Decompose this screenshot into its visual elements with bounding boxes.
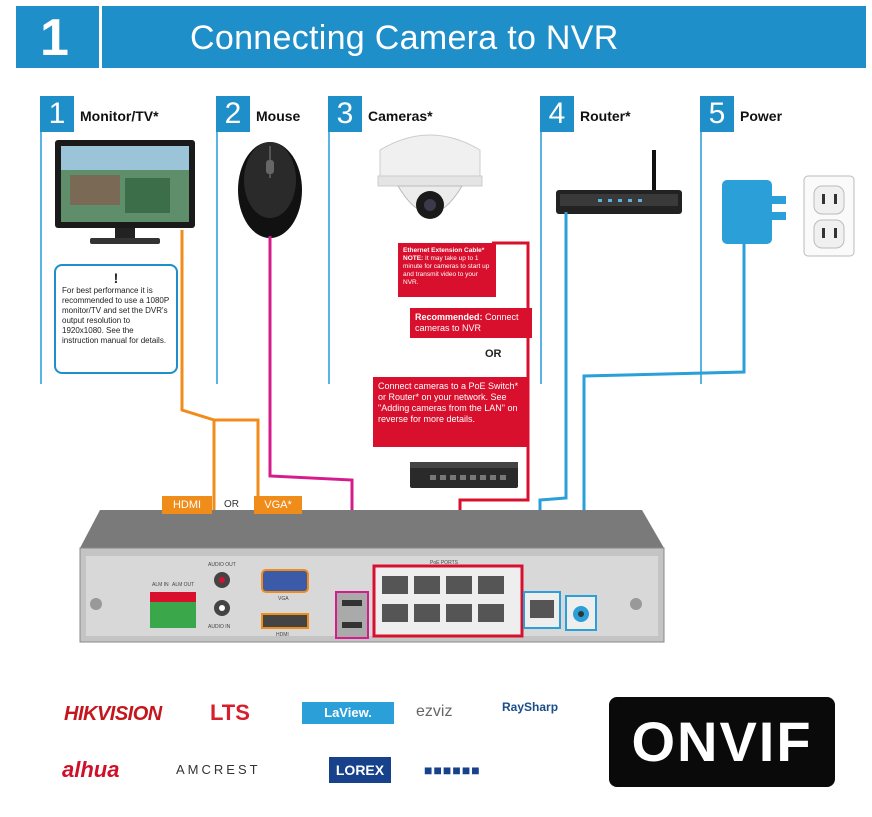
separator-line [328, 132, 330, 384]
nvr-label-vga: VGA [278, 596, 289, 602]
monitor-icon [55, 140, 195, 244]
poe-note-text: Connect cameras to a PoE Switch* or Rout… [378, 381, 519, 424]
nvr-label-audio-out: AUDIO OUT [208, 562, 236, 568]
power-adapter-icon [722, 180, 786, 244]
nvr-label-hdmi: HDMI [276, 632, 289, 638]
dome-camera-icon [377, 134, 483, 219]
page-title: Connecting Camera to NVR [190, 19, 619, 57]
ethernet-note-box: Ethernet Extension Cable* NOTE: It may t… [398, 243, 496, 297]
nvr-label-alarm-in: ALM IN [152, 582, 169, 588]
separator-line [700, 132, 702, 384]
nvr-label-poe-ports: PoE PORTS [430, 560, 459, 566]
lts-logo: LTS [210, 700, 250, 725]
ethernet-note-title: Ethernet Extension Cable* [403, 247, 485, 254]
step-label: Monitor/TV* [80, 108, 159, 124]
step-number: 1 [40, 96, 74, 132]
raysharp-logo: RaySharp [502, 700, 559, 714]
separator-line [216, 132, 218, 384]
recommended-label: Recommended: [415, 312, 483, 322]
nvr-label-audio-in: AUDIO IN [208, 624, 231, 630]
vga-label: VGA* [254, 496, 302, 514]
ethernet-note-body: NOTE: It may take up to 1 minute for cam… [403, 255, 491, 287]
ezviz-logo: ezviz [416, 703, 453, 720]
nvr-device [79, 510, 665, 643]
poe-switch-icon [410, 462, 518, 488]
amcrest-logo: AMCREST [176, 762, 261, 777]
recommended-note-box: Recommended: Connect cameras to NVR [410, 308, 532, 338]
step-label: Power [740, 108, 783, 124]
step-number: 5 [700, 96, 734, 132]
hikvision-logo: HIKVISION [64, 703, 162, 725]
monitor-tip-box: ! For best performance it is recommended… [54, 264, 178, 374]
nvr-label-alarm-out: ALM OUT [172, 582, 194, 588]
step-label: Mouse [256, 108, 301, 124]
hdmi-label: HDMI [162, 496, 212, 514]
step-label: Cameras* [368, 108, 433, 124]
separator-line [40, 132, 42, 384]
ethernet-note-label: NOTE: [403, 255, 424, 262]
recommended-text: Connect cameras to NVR [415, 312, 519, 333]
step-number: 3 [328, 96, 362, 132]
mouse-icon [238, 142, 302, 238]
lorex-logo: LOREX [329, 757, 391, 783]
onvif-logo: ONVIF [609, 697, 835, 787]
step-number: 2 [216, 96, 250, 132]
dahua-logo: alhua [62, 757, 120, 782]
wall-outlet-icon [803, 175, 855, 257]
header-number-box: 1 [16, 6, 102, 68]
router-icon [556, 150, 682, 214]
header-banner: 1 Connecting Camera to NVR [16, 6, 866, 68]
separator-line [540, 132, 542, 384]
monitor-tip-text: For best performance it is recommended t… [62, 286, 170, 345]
exclamation-icon: ! [113, 270, 119, 286]
dots-logo: ■■■■■■ [424, 762, 481, 778]
or-label: OR [485, 348, 502, 360]
laview-logo: LaView. [302, 702, 394, 724]
header-number: 1 [40, 9, 69, 67]
ethernet-note-text: It may take up to 1 minute for cameras t… [403, 255, 490, 286]
video-or-label: OR [224, 499, 239, 510]
step-number: 4 [540, 96, 574, 132]
poe-note-box: Connect cameras to a PoE Switch* or Rout… [373, 377, 527, 447]
step-label: Router* [580, 108, 631, 124]
